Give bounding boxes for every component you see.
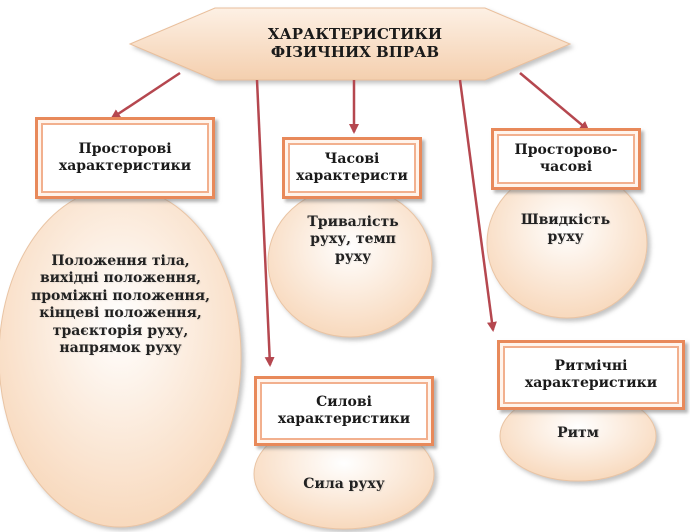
box-force-label: Силові характеристики [260,382,428,440]
text-force: Сила руху [303,476,385,493]
diagram-title: ХАРАКТЕРИСТИКИ ФІЗИЧНИХ ВПРАВ [267,25,443,61]
text-spatial: Положення тіла, вихідні положення, промі… [31,252,210,357]
box-rhythmic-label: Ритмічні характеристики [503,346,679,404]
box-spatial: Просторові характеристики [35,117,215,199]
arrow-to-force [255,79,275,367]
title-hexagon [128,7,572,81]
box-temporal: Часові характеристи [282,137,422,199]
box-temporal-label: Часові характеристи [288,143,416,193]
box-rhythmic: Ритмічні характеристики [497,340,685,410]
text-temporal: Тривалість руху, темп руху [307,213,399,265]
text-spatio-temporal: Швидкість руху [520,211,611,246]
box-force: Силові характеристики [254,376,434,446]
text-rhythmic: Ритм [557,425,599,442]
box-spatio-temporal-label: Просторово-часові [497,134,635,184]
arrow-to-spatio-temporal [519,72,590,132]
box-spatio-temporal: Просторово-часові [491,128,641,190]
box-spatial-label: Просторові характеристики [41,123,209,193]
arrow-to-rhythmic [458,79,497,332]
arrow-to-spatial [110,71,181,120]
